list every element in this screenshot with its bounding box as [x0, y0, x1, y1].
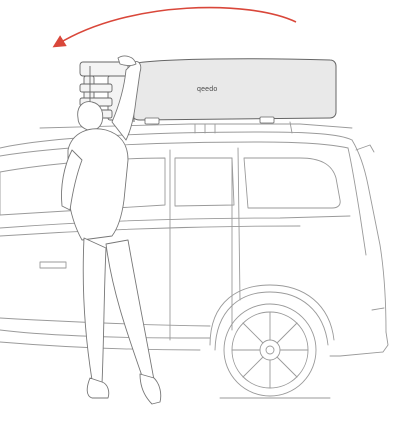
tent-brand-label: qeedo: [197, 86, 217, 93]
curved-arrow-icon: [58, 8, 296, 44]
van: [0, 122, 388, 398]
